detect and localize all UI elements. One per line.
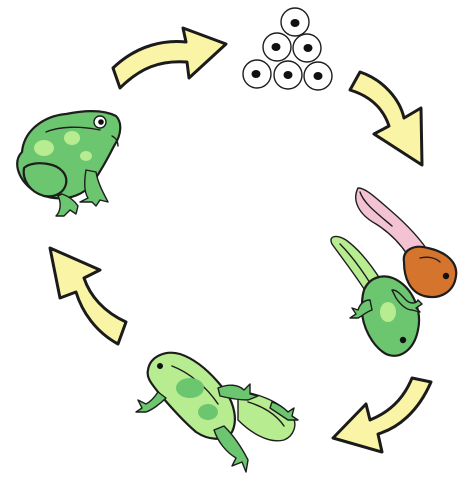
tadpole-body (404, 247, 456, 297)
arrow-shape (113, 28, 226, 88)
adult-frog-stage (17, 111, 120, 216)
adult-frog-back-foot (56, 194, 78, 216)
cycle-arrow-top (113, 28, 226, 88)
tadpole-eye-icon (443, 273, 449, 279)
egg (274, 61, 302, 89)
froglet-stage (136, 353, 298, 472)
froglet-back-leg-lower (214, 426, 248, 472)
egg (263, 33, 291, 61)
arrow-shape (333, 378, 431, 452)
egg (304, 62, 332, 90)
froglet-back-leg-upper (218, 384, 258, 400)
eggs-stage (243, 8, 332, 90)
froglet-front-leg (136, 392, 166, 412)
cycle-arrow-bottom-right (333, 378, 431, 452)
adult-frog-hind-leg (24, 163, 67, 196)
arrow-shape (350, 72, 422, 165)
egg (293, 34, 321, 62)
adult-frog-spot (34, 140, 54, 156)
froglet-eye-icon (157, 363, 163, 369)
arrow-shape (50, 248, 126, 344)
tadpole-legs-eye-icon (400, 337, 406, 343)
cycle-arrow-left (50, 248, 126, 344)
cycle-arrow-right-upper (350, 72, 422, 165)
adult-frog-spot (80, 151, 92, 161)
egg (243, 60, 271, 88)
adult-frog-spot (64, 131, 80, 145)
egg (281, 8, 309, 36)
